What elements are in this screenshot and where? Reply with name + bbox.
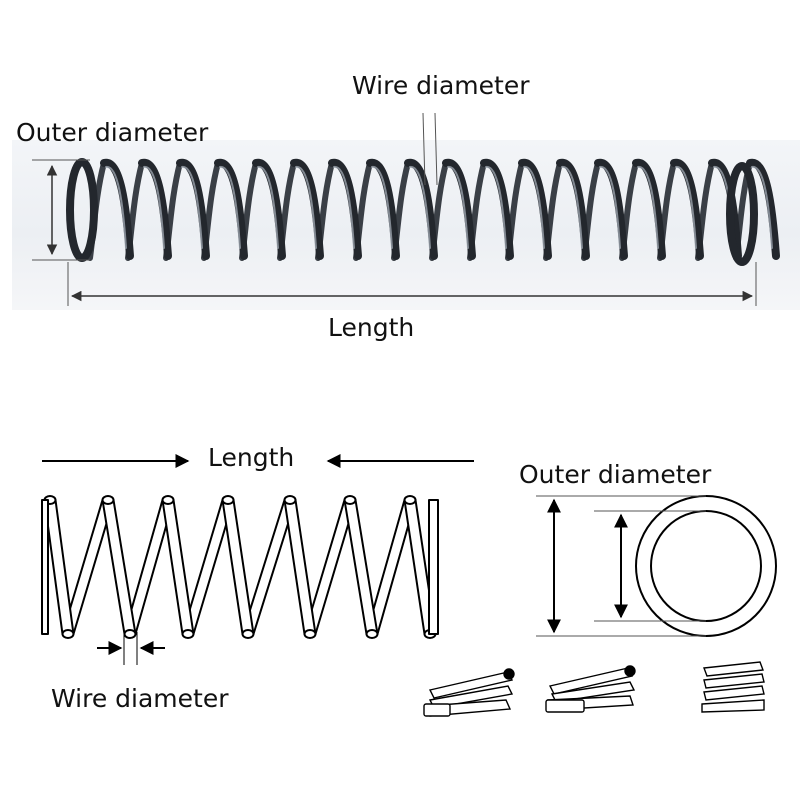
- coil-front-segment: [366, 158, 400, 260]
- coil-front-segment: [138, 158, 172, 260]
- coil-highlight: [257, 166, 279, 249]
- coil-front-segment: [290, 158, 324, 260]
- coil-front-segment: [252, 158, 286, 260]
- coil-highlight: [181, 166, 203, 249]
- coil-highlight: [295, 166, 317, 249]
- coil-strip: [101, 499, 137, 635]
- coil-cap: [241, 629, 255, 639]
- coil-cap: [303, 629, 317, 639]
- coil-cap: [61, 629, 75, 639]
- photo-wire-diameter-guides: [422, 112, 438, 186]
- photo-outer-diameter-label: Outer diameter: [16, 118, 209, 147]
- photo-wire-diameter-label: Wire diameter: [352, 71, 530, 100]
- photo-length-label: Length: [328, 313, 415, 342]
- coil-highlight: [675, 166, 697, 249]
- coil-cap: [365, 629, 379, 639]
- coil-front-segment: [214, 158, 248, 260]
- coil-front-segment: [632, 158, 666, 260]
- coil-cap: [403, 495, 417, 505]
- coil-highlight: [447, 166, 469, 249]
- coil-front-segment: [594, 158, 628, 260]
- coil-cap: [101, 495, 115, 505]
- coil-end-left: [41, 499, 49, 635]
- ring-inner-diameter-indicator: [594, 510, 706, 622]
- coil-front-segment: [404, 158, 438, 260]
- photo-spring: [66, 158, 780, 266]
- coil-front-segment: [480, 158, 514, 260]
- coil-front-segment: [442, 158, 476, 260]
- coil-highlight: [219, 166, 241, 249]
- coil-highlight: [371, 166, 393, 249]
- coil-front-segment: [746, 158, 780, 260]
- drawing-wire-diameter-label: Wire diameter: [51, 684, 229, 713]
- coil-highlight: [561, 166, 583, 249]
- coil-highlight: [409, 166, 431, 249]
- end-type-sketch-2: [545, 665, 636, 713]
- coil-cap: [123, 629, 137, 639]
- drawing-wire-diameter-indicator: [97, 632, 165, 665]
- coil-strip: [221, 499, 255, 635]
- coil-front-segment: [670, 158, 704, 260]
- coil-strip: [343, 499, 379, 635]
- coil-highlight: [599, 166, 621, 249]
- coil-highlight: [485, 166, 507, 249]
- photo-length-indicator: [67, 262, 757, 306]
- drawing-outer-diameter-label: Outer diameter: [519, 460, 712, 489]
- coil-strip: [161, 499, 195, 635]
- coil-highlight: [523, 166, 545, 249]
- coil-cap: [343, 495, 357, 505]
- coil-highlight: [105, 166, 127, 249]
- photo-outer-diameter-indicator: [32, 159, 90, 261]
- drawing-length-label: Length: [208, 443, 295, 472]
- coil-front-segment: [176, 158, 210, 260]
- coil-cap: [283, 495, 297, 505]
- coil-cap: [161, 495, 175, 505]
- end-type-sketch-1: [423, 668, 515, 717]
- coil-strip: [283, 499, 317, 635]
- coil-front-segment: [556, 158, 590, 260]
- ring-cross-section: [635, 495, 777, 637]
- drawing-spring: [41, 495, 439, 639]
- coil-highlight: [143, 166, 165, 249]
- coil-end-right: [428, 499, 439, 635]
- coil-highlight: [333, 166, 355, 249]
- coil-cap: [221, 495, 235, 505]
- end-type-sketch-3: [701, 661, 765, 713]
- coil-cap: [181, 629, 195, 639]
- coil-front-segment: [328, 158, 362, 260]
- ring-outer-diameter-indicator: [536, 495, 706, 637]
- coil-highlight: [637, 166, 659, 249]
- coil-highlight: [751, 166, 773, 249]
- coil-front-segment: [100, 158, 134, 260]
- coil-front-segment: [518, 158, 552, 260]
